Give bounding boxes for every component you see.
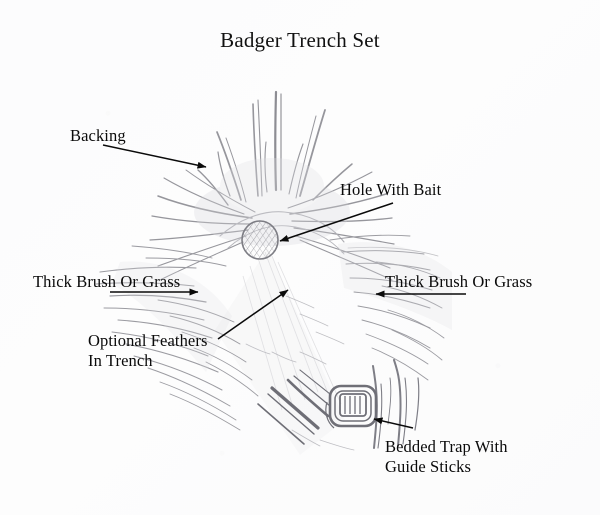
label-optional-feathers-line1: Optional Feathers: [88, 331, 208, 350]
left-brush-shading: [112, 261, 232, 372]
page-title: Badger Trench Set: [220, 28, 380, 52]
bait-hole: [241, 220, 279, 260]
label-thick-brush-right: Thick Brush Or Grass: [385, 272, 533, 291]
guide-sticks: [257, 369, 331, 445]
label-bedded-trap-line2: Guide Sticks: [385, 457, 471, 476]
grass-blades: [372, 359, 420, 449]
scattered-marks: [245, 295, 355, 451]
label-hole-with-bait: Hole With Bait: [340, 180, 442, 199]
right-brush-shading: [338, 242, 452, 330]
left-brush: [95, 245, 259, 431]
label-optional-feathers-line2: In Trench: [88, 351, 153, 370]
bedded-trap: [325, 384, 378, 429]
label-thick-brush-left: Thick Brush Or Grass: [33, 272, 181, 291]
label-bedded-trap-line1: Bedded Trap With: [385, 437, 508, 456]
label-backing: Backing: [70, 126, 126, 145]
